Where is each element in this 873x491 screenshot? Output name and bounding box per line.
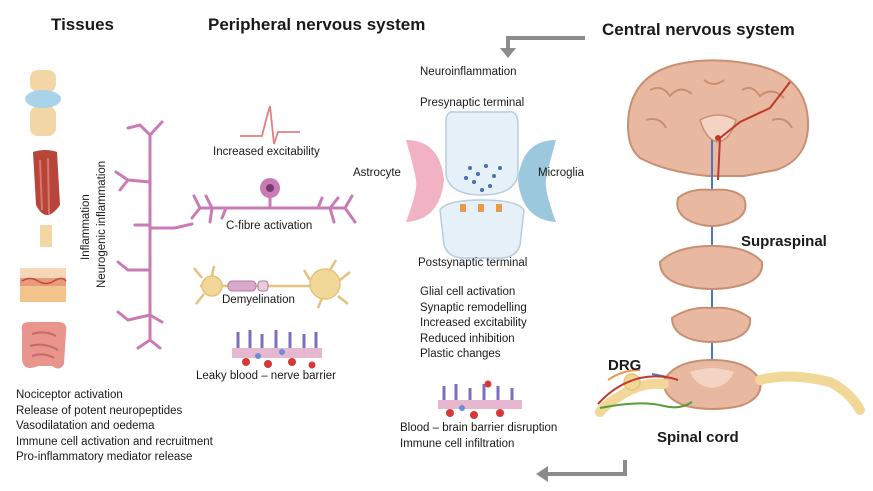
list-item: Synaptic remodelling xyxy=(420,301,527,314)
skin-icon xyxy=(20,268,67,302)
bottom-arrowhead xyxy=(536,466,548,482)
leaky-barrier-icon xyxy=(232,330,322,369)
list-item: Blood – brain barrier disruption xyxy=(400,422,558,434)
action-potential-icon xyxy=(240,105,300,145)
tissues-title: Tissues xyxy=(51,15,115,34)
demyelination-neuron-icon xyxy=(193,259,351,309)
drg-red-fibre xyxy=(597,375,679,405)
c-fibre-activation-label: C-fibre activation xyxy=(226,220,313,232)
synapse-changes-list: Glial cell activation Synaptic remodelli… xyxy=(420,285,527,363)
peripheral-title: Peripheral nervous system xyxy=(208,15,426,34)
postsynaptic-terminal xyxy=(439,199,525,259)
supraspinal-label: Supraspinal xyxy=(741,233,827,250)
list-item: Increased excitability xyxy=(420,317,527,329)
joint-icon xyxy=(25,70,61,136)
brainstem-sections xyxy=(658,188,764,343)
muscle-icon xyxy=(33,150,60,247)
c-fibre-neuron-icon xyxy=(190,194,357,224)
synaptic-vesicles xyxy=(464,164,502,192)
brain-coronal-section xyxy=(626,59,810,177)
c-fibre-nucleus xyxy=(266,184,274,192)
astrocyte-shape xyxy=(406,140,444,222)
list-item: Immune cell activation and recruitment xyxy=(16,435,213,448)
spinal-cord-label: Spinal cord xyxy=(657,429,739,446)
receptor-markers xyxy=(460,204,502,212)
drg-orange-fibre xyxy=(607,369,641,381)
pathway-junction xyxy=(715,135,721,141)
bbb-icon xyxy=(438,380,522,419)
top-arrowhead xyxy=(500,48,516,58)
microglia-shape xyxy=(518,140,556,222)
list-item: Nociceptor activation xyxy=(16,389,123,401)
neurogenic-inflammation-label: Neurogenic inflammation xyxy=(96,160,108,288)
bottom-flow-arrow xyxy=(548,460,627,476)
increased-excitability-label: Increased excitability xyxy=(213,146,320,158)
intestine-icon xyxy=(21,322,67,369)
list-item: Vasodilatation and oedema xyxy=(16,420,155,432)
list-item: Immune cell infiltration xyxy=(400,437,515,450)
demyelination-label: Demyelination xyxy=(222,294,295,306)
list-item: Reduced inhibition xyxy=(420,332,515,345)
tissue-effects-list: Nociceptor activation Release of potent … xyxy=(16,388,213,466)
top-flow-arrow xyxy=(506,36,585,50)
inflammation-label: Inflammation xyxy=(80,194,92,260)
descending-red-pathway xyxy=(717,81,791,181)
drg-label: DRG xyxy=(608,357,642,374)
drg-green-fibre xyxy=(599,401,693,409)
list-item: Glial cell activation xyxy=(420,286,516,298)
astrocyte-label: Astrocyte xyxy=(353,167,401,179)
presynaptic-terminal xyxy=(445,111,519,196)
postsynaptic-label: Postsynaptic terminal xyxy=(418,257,528,269)
leaky-barrier-label: Leaky blood – nerve barrier xyxy=(196,370,336,382)
list-item: Release of potent neuropeptides xyxy=(16,404,183,417)
list-item: Plastic changes xyxy=(420,348,501,360)
microglia-label: Microglia xyxy=(538,167,585,179)
drg-ganglion xyxy=(623,373,641,391)
presynaptic-label: Presynaptic terminal xyxy=(420,97,525,109)
central-title: Central nervous system xyxy=(602,20,795,39)
list-item: Pro-inflammatory mediator release xyxy=(16,451,193,463)
tissue-nerve-tree xyxy=(114,120,194,350)
bbb-list: Blood – brain barrier disruption Immune … xyxy=(400,421,557,452)
neuroinflammation-label: Neuroinflammation xyxy=(420,66,517,78)
